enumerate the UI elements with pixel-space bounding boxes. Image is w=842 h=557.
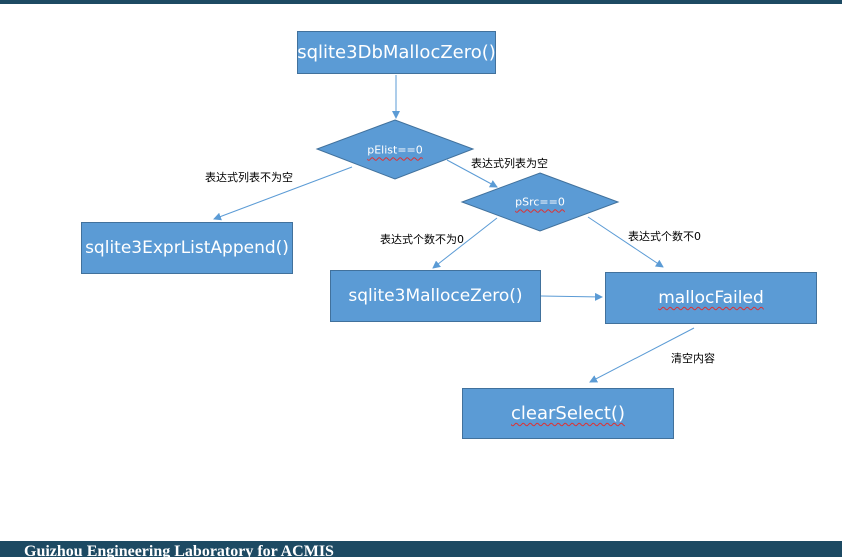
malloc-failed-label: mallocFailed [658, 288, 764, 308]
pelist-decision-diamond [315, 119, 475, 180]
arrow-psrc-to-mallocfailed [587, 216, 664, 268]
arrow-pelist-to-append [213, 166, 353, 221]
arrow-psrc-to-malloce [432, 217, 498, 269]
malloc-failed-node: mallocFailed [605, 272, 817, 324]
footer-lab-name: Guizhou Engineering Laboratory for ACMIS [24, 543, 334, 557]
edge-label-expr-count-zero: 表达式个数不0 [628, 230, 701, 243]
edge-label-expr-list-empty: 表达式列表为空 [471, 157, 548, 170]
clear-select-node: clearSelect() [462, 388, 674, 439]
arrow-pelist-to-psrc [446, 159, 498, 188]
psrc-condition-label: pSrc==0 [515, 195, 565, 209]
expr-list-append-node: sqlite3ExprListAppend() [81, 222, 293, 274]
edge-label-expr-list-not-empty: 表达式列表不为空 [205, 171, 293, 184]
arrow-malloce-to-mallocfailed [540, 292, 603, 301]
arrow-mallocfailed-to-clearselect [589, 327, 695, 383]
malloce-zero-label: sqlite3MalloceZero() [348, 286, 523, 306]
top-banner-bar [0, 0, 842, 4]
malloc-zero-node: sqlite3DbMallocZero() [297, 31, 496, 74]
psrc-decision-diamond [460, 172, 620, 232]
malloce-zero-node: sqlite3MalloceZero() [330, 270, 541, 322]
edge-label-expr-count-not-zero: 表达式个数不为0 [380, 233, 464, 246]
clear-select-label: clearSelect() [511, 403, 625, 424]
expr-list-append-label: sqlite3ExprListAppend() [85, 238, 289, 258]
footer-banner: Guizhou Engineering Laboratory for ACMIS [0, 541, 842, 557]
edge-label-clear-contents: 清空内容 [671, 352, 715, 365]
pelist-condition-label: pElist==0 [367, 143, 423, 157]
malloc-zero-label: sqlite3DbMallocZero() [297, 42, 496, 63]
